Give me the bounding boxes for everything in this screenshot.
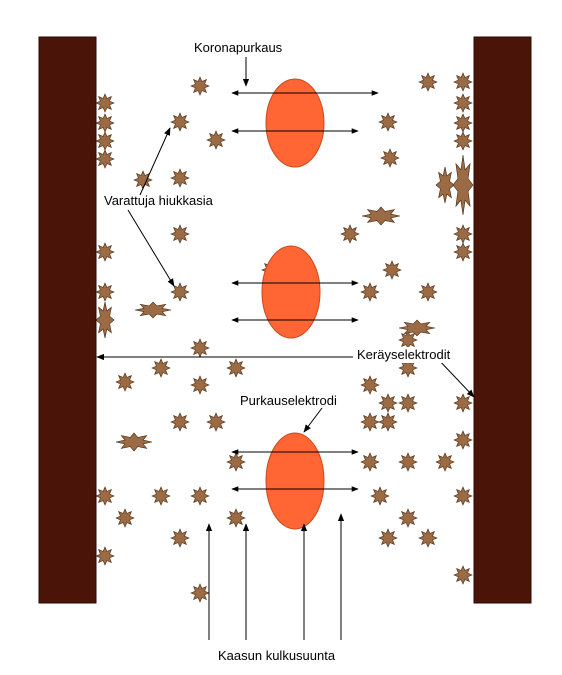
discharge-electrode-middle: [261, 245, 321, 339]
particle: [151, 358, 171, 378]
particle: [398, 393, 418, 413]
particle-pointer-arrow: [139, 127, 171, 196]
particle: [134, 301, 172, 319]
particle: [170, 412, 190, 432]
particle: [151, 486, 171, 506]
collector-plate-right: [473, 36, 532, 604]
collector-pointer-arrow-right: [435, 356, 475, 398]
particle: [398, 508, 418, 528]
particle: [435, 452, 455, 472]
particle: [170, 282, 190, 302]
particle: [95, 486, 115, 506]
particle: [115, 432, 153, 452]
particle: [378, 393, 398, 413]
particle: [115, 372, 135, 392]
particle: [190, 583, 210, 603]
label-discharge-electrode: Purkauselektrodi: [240, 393, 337, 408]
particle: [453, 565, 473, 585]
particle: [190, 338, 210, 358]
particle: [453, 242, 473, 262]
particle: [206, 130, 226, 150]
particle: [95, 282, 115, 302]
particle: [435, 166, 455, 204]
particle: [398, 452, 418, 472]
collector-plate-left: [38, 36, 97, 604]
particle: [95, 301, 115, 339]
particle: [95, 131, 115, 151]
collector-label-bg: [353, 347, 469, 363]
corona-arrows: [231, 90, 379, 492]
particle: [453, 131, 473, 151]
particle: [453, 72, 473, 92]
particle: [380, 148, 400, 168]
particle: [115, 508, 135, 528]
particle: [398, 319, 436, 337]
label-corona: Koronapurkaus: [194, 40, 283, 55]
particle: [206, 412, 226, 432]
particle: [453, 224, 473, 244]
particle: [170, 168, 190, 188]
particle: [190, 375, 210, 395]
particle: [378, 412, 398, 432]
label-gas-flow-direction: Kaasun kulkusuunta: [218, 648, 336, 663]
particle: [170, 112, 190, 132]
particle: [226, 508, 246, 528]
particle: [453, 393, 473, 413]
particle: [226, 358, 246, 378]
particle: [378, 112, 398, 132]
particle: [226, 452, 246, 472]
particle: [95, 93, 115, 113]
particle: [378, 528, 398, 548]
particle: [340, 224, 360, 244]
particle: [190, 76, 210, 96]
particle: [418, 528, 438, 548]
particle: [361, 206, 401, 226]
particle-pointer-arrow: [127, 209, 175, 287]
particle: [453, 93, 473, 113]
particle: [453, 113, 473, 133]
pointer-arrows: [96, 57, 475, 640]
particle: [453, 486, 473, 506]
particle: [170, 224, 190, 244]
particle: [452, 154, 474, 216]
discharge-electrode-bottom: [265, 432, 325, 530]
particle: [170, 528, 190, 548]
particle: [95, 113, 115, 133]
particle: [370, 486, 390, 506]
discharge-pointer-arrow: [303, 407, 323, 433]
discharge-electrode-top: [265, 78, 325, 168]
particle: [95, 149, 115, 169]
particle: [95, 242, 115, 262]
particle: [360, 375, 380, 395]
particle: [418, 282, 438, 302]
particle: [190, 486, 210, 506]
particle: [418, 72, 438, 92]
particle: [360, 282, 380, 302]
particle: [360, 452, 380, 472]
particle: [398, 358, 418, 378]
charged-particles: [95, 72, 474, 603]
particle: [453, 430, 473, 450]
label-charged-particles: Varattuja hiukkasia: [104, 193, 214, 208]
particle: [360, 412, 380, 432]
particle: [95, 546, 115, 566]
label-collector-electrodes: Keräyselektrodit: [357, 347, 451, 362]
particle: [382, 260, 402, 280]
